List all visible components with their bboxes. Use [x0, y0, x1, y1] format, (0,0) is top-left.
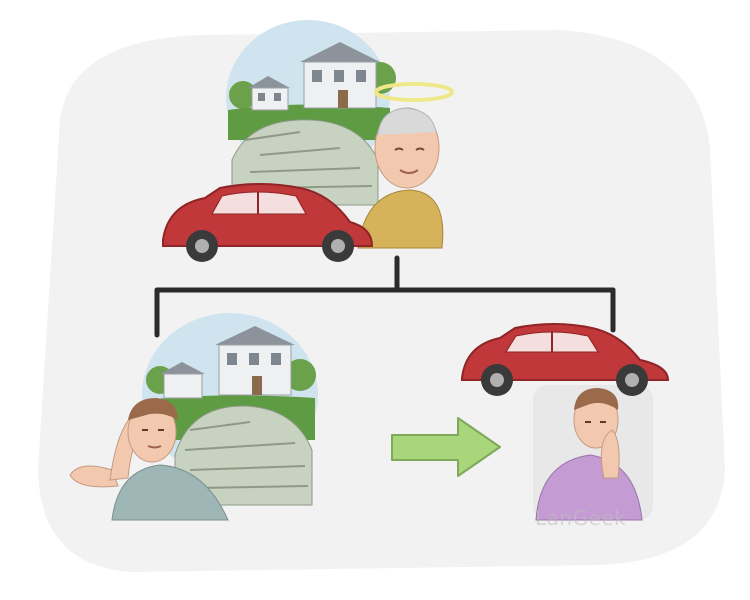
sad-man — [535, 388, 643, 521]
inheritance-estate-top — [162, 20, 454, 262]
young-man-thinking — [69, 398, 229, 521]
elderly-man — [357, 107, 444, 249]
inheritance-estate-left — [69, 313, 318, 521]
watermark-logo: LanGeek — [535, 506, 627, 530]
family-tree-bracket — [154, 255, 616, 338]
car-icon — [162, 183, 374, 262]
house-icon — [248, 42, 380, 111]
money-pile-icon — [174, 405, 313, 506]
car-icon — [461, 323, 670, 396]
house-icon — [160, 326, 295, 399]
inheritance-car-right — [461, 323, 670, 521]
halo-icon — [374, 82, 454, 102]
arrow-right-icon — [391, 417, 501, 477]
